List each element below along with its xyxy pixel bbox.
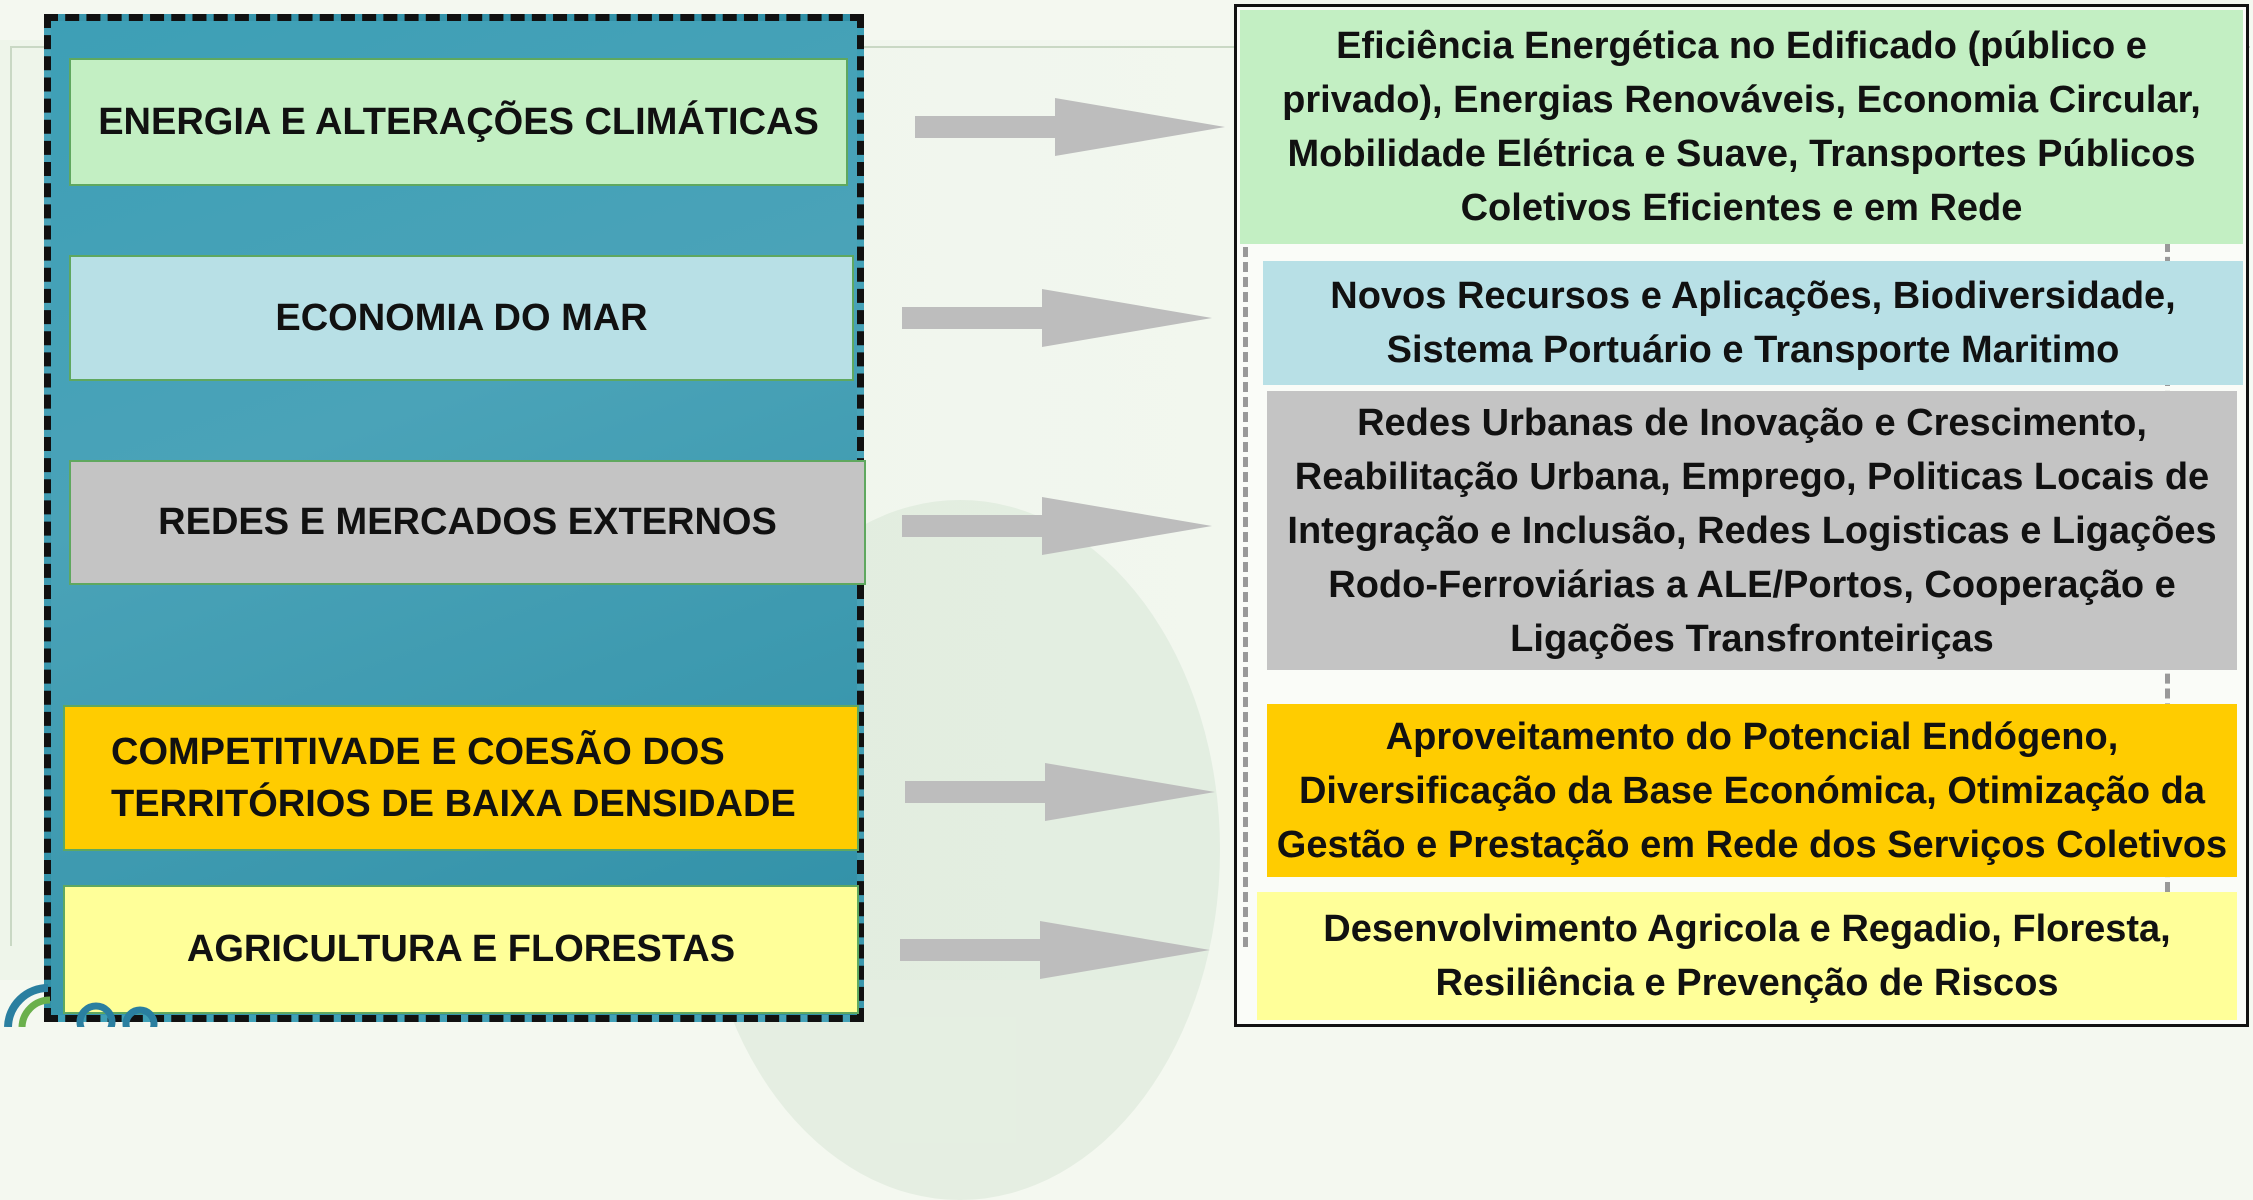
action-box-networks: Redes Urbanas de Inovação e Crescimento,…	[1267, 391, 2237, 670]
action-text-line: Rodo-Ferroviárias a ALE/Portos, Cooperaç…	[1328, 563, 2176, 606]
theme-agriculture-forests: AGRICULTURA E FLORESTAS	[63, 885, 859, 1014]
theme-label: COMPETITIVADE E COESÃO DOS TERRITÓRIOS D…	[111, 726, 796, 830]
action-box-low-density: Aproveitamento do Potencial Endógeno, Di…	[1267, 704, 2237, 877]
theme-label: ECONOMIA DO MAR	[275, 296, 648, 339]
actions-panel: Eficiência Energética no Edificado (públ…	[1234, 4, 2249, 1027]
background-divider	[10, 46, 2250, 48]
action-text-line: Mobilidade Elétrica e Suave, Transportes…	[1287, 133, 2196, 175]
dashed-divider	[1243, 247, 1248, 947]
logo-icon	[4, 984, 158, 1027]
theme-label: ENERGIA E ALTERAÇÕES CLIMÁTICAS	[98, 100, 819, 143]
action-text-line: Aproveitamento do Potencial Endógeno,	[1385, 715, 2119, 758]
arrow-icon	[915, 98, 1225, 156]
action-text-line: Resiliência e Prevenção de Riscos	[1435, 962, 2059, 1004]
theme-energy-climate: ENERGIA E ALTERAÇÕES CLIMÁTICAS	[69, 58, 848, 186]
action-text: Redes Urbanas de Inovação e Crescimento,…	[1287, 396, 2216, 666]
theme-label-line: COMPETITIVADE E COESÃO DOS	[111, 731, 725, 773]
themes-panel: ENERGIA E ALTERAÇÕES CLIMÁTICAS ECONOMIA…	[44, 14, 866, 1022]
theme-label: REDES E MERCADOS EXTERNOS	[158, 501, 777, 543]
action-text-line: Ligações Transfronteiriças	[1510, 617, 1994, 660]
background-vertical-line	[10, 46, 12, 946]
action-text-line: Coletivos Eficientes e em Rede	[1460, 187, 2023, 229]
action-text-line: Novos Recursos e Aplicações, Biodiversid…	[1330, 275, 2176, 317]
action-text-line: Eficiência Energética no Edificado (públ…	[1336, 25, 2147, 67]
action-text: Novos Recursos e Aplicações, Biodiversid…	[1330, 269, 2175, 377]
action-box-energy: Eficiência Energética no Edificado (públ…	[1240, 10, 2243, 244]
action-text-line: Gestão e Prestação em Rede dos Serviços …	[1276, 823, 2228, 866]
arrow-icon	[902, 497, 1212, 555]
action-text: Eficiência Energética no Edificado (públ…	[1282, 19, 2201, 235]
arrow-icon	[900, 921, 1210, 979]
action-text-line: Reabilitação Urbana, Emprego, Politicas …	[1294, 455, 2210, 498]
action-text-line: Redes Urbanas de Inovação e Crescimento,	[1357, 401, 2147, 444]
action-text-line: Integração e Inclusão, Redes Logisticas …	[1287, 509, 2217, 552]
action-text-line: Sistema Portuário e Transporte Maritimo	[1386, 329, 2120, 371]
theme-sea-economy: ECONOMIA DO MAR	[69, 255, 854, 381]
theme-external-markets: REDES E MERCADOS EXTERNOS	[69, 460, 866, 585]
theme-label-line: TERRITÓRIOS DE BAIXA DENSIDADE	[111, 783, 796, 825]
action-text: Desenvolvimento Agricola e Regadio, Flor…	[1323, 902, 2171, 1010]
action-box-agriculture: Desenvolvimento Agricola e Regadio, Flor…	[1257, 892, 2237, 1020]
arrow-icon	[902, 289, 1212, 347]
action-text-line: Desenvolvimento Agricola e Regadio, Flor…	[1323, 908, 2171, 950]
theme-label: AGRICULTURA E FLORESTAS	[186, 928, 736, 970]
action-text-line: privado), Energias Renováveis, Economia …	[1282, 79, 2201, 121]
action-box-sea: Novos Recursos e Aplicações, Biodiversid…	[1263, 261, 2243, 385]
action-text-line: Diversificação da Base Económica, Otimiz…	[1298, 769, 2206, 812]
arrow-icon	[905, 763, 1215, 821]
action-text: Aproveitamento do Potencial Endógeno, Di…	[1277, 710, 2227, 872]
theme-low-density-territories: COMPETITIVADE E COESÃO DOS TERRITÓRIOS D…	[63, 705, 859, 851]
